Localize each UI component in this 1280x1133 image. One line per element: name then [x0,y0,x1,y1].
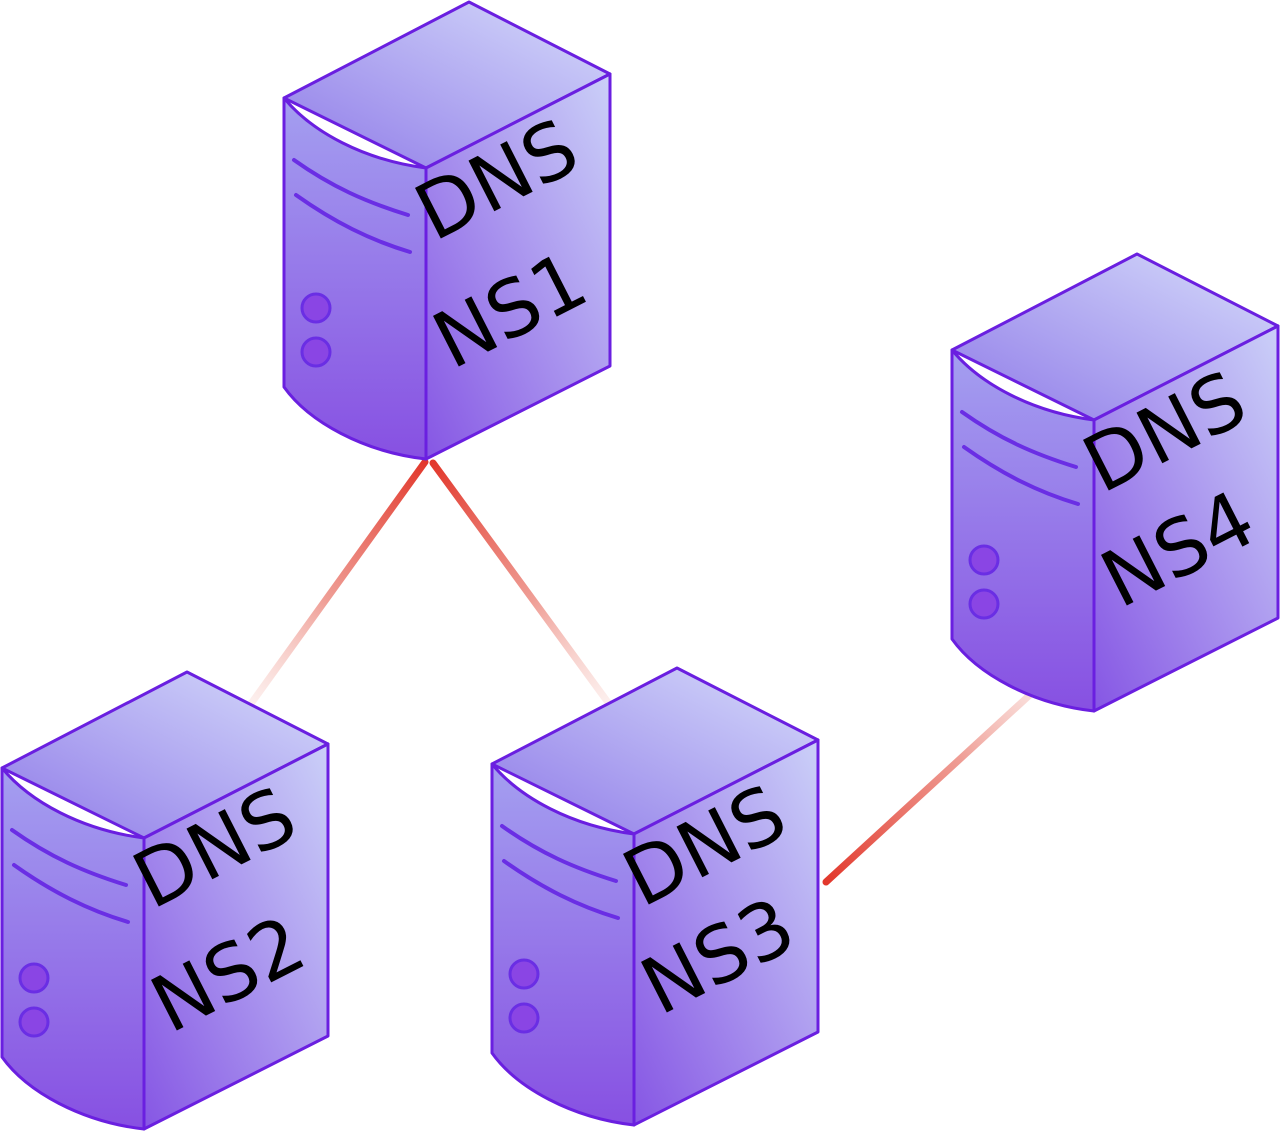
server-ns1: DNS NS1 [282,0,612,461]
server-ns3: DNS NS3 [490,666,820,1127]
server-ns4: DNS NS4 [950,252,1280,713]
link-ns1-ns3 [429,459,619,716]
link-ns1-ns2 [241,458,429,716]
server-ns2: DNS NS2 [0,670,330,1131]
